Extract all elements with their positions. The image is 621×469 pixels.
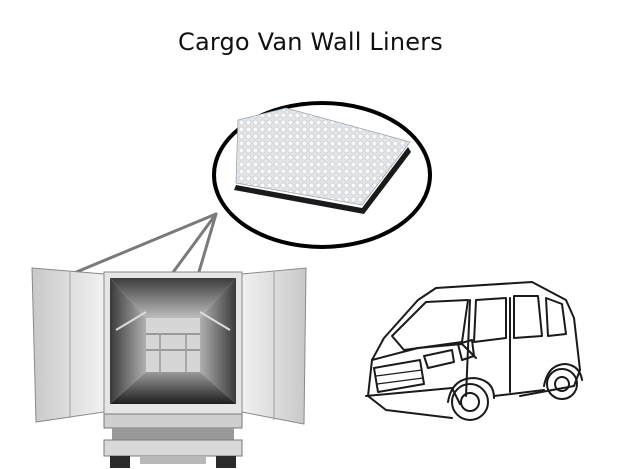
cargo-van-sketch bbox=[365, 281, 583, 421]
page-title: Cargo Van Wall Liners bbox=[177, 28, 443, 56]
cargo-truck-rear bbox=[31, 267, 307, 468]
bubble-liner-sample bbox=[234, 107, 411, 214]
liner-sample-callout bbox=[212, 101, 432, 249]
